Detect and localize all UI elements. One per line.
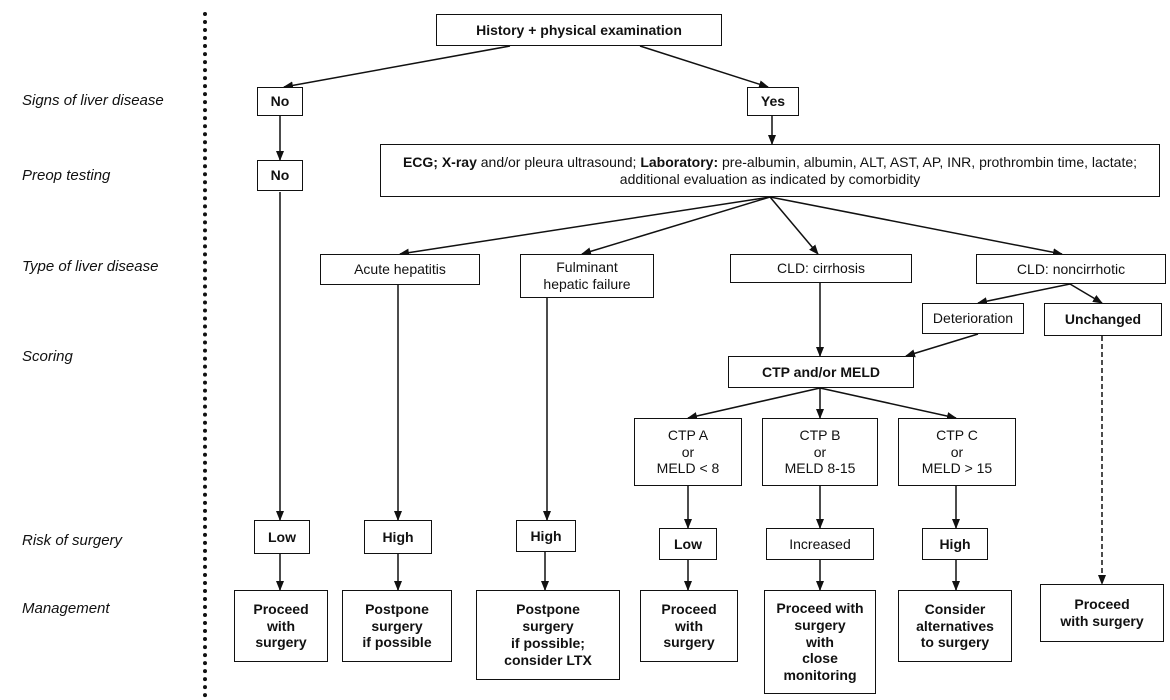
preop-testing-text: ECG; X-ray and/or pleura ultrasound; Lab…: [389, 154, 1151, 188]
node-risk-high-ctp-c: High: [922, 528, 988, 560]
node-cld-noncirrhotic: CLD: noncirrhotic: [976, 254, 1166, 284]
arrow-testing-noncirrhotic: [769, 196, 1063, 257]
node-preop-testing: ECG; X-ray and/or pleura ultrasound; Lab…: [380, 144, 1160, 197]
arrow-history-no: [283, 45, 511, 90]
node-history-exam: History + physical examination: [436, 14, 722, 46]
preop-imaging: and/or pleura ultrasound;: [476, 153, 641, 170]
node-signs-no: No: [257, 87, 303, 116]
node-ctp-c: CTP C or MELD > 15: [898, 418, 1016, 486]
arrow-ctp-a: [687, 387, 821, 420]
label-risk-of-surgery: Risk of surgery: [22, 532, 123, 549]
node-cld-cirrhosis: CLD: cirrhosis: [730, 254, 912, 283]
node-mgmt-proceed-unchanged: Proceed with surgery: [1040, 584, 1164, 642]
node-unchanged: Unchanged: [1044, 303, 1162, 336]
node-mgmt-proceed-no-disease: Proceed with surgery: [234, 590, 328, 662]
node-mgmt-postpone-fulminant: Postpone surgery if possible; consider L…: [476, 590, 620, 680]
node-risk-increased-ctp-b: Increased: [766, 528, 874, 560]
node-mgmt-postpone-acute: Postpone surgery if possible: [342, 590, 452, 662]
arrow-testing-cirrhosis: [769, 196, 819, 255]
node-risk-high-fulminant: High: [516, 520, 576, 552]
node-risk-low-ctp-a: Low: [659, 528, 717, 560]
arrow-testing-acute: [399, 196, 771, 257]
node-acute-hepatitis: Acute hepatitis: [320, 254, 480, 285]
node-signs-yes: Yes: [747, 87, 799, 116]
arrow-ctp-c: [819, 387, 957, 420]
preop-lab-details: pre-albumin, albumin, ALT, AST, AP, INR,…: [619, 153, 1138, 187]
node-risk-high-acute: High: [364, 520, 432, 554]
arrow-deterioration-ctp: [905, 333, 979, 358]
node-mgmt-proceed-monitoring: Proceed with surgery with close monitori…: [764, 590, 876, 694]
node-mgmt-proceed-ctp-a: Proceed with surgery: [640, 590, 738, 662]
arrow-noncirr-unchanged: [1069, 283, 1103, 304]
node-risk-low-no-disease: Low: [254, 520, 310, 554]
preop-laboratory: Laboratory:: [640, 153, 719, 170]
label-scoring: Scoring: [22, 348, 73, 365]
arrow-testing-fulminant: [581, 196, 771, 256]
preop-ecg-xray: ECG; X-ray: [402, 153, 477, 170]
node-ctp-b: CTP B or MELD 8-15: [762, 418, 878, 486]
node-ctp-a: CTP A or MELD < 8: [634, 418, 742, 486]
label-signs-of-liver-disease: Signs of liver disease: [22, 92, 164, 109]
node-ctp-meld: CTP and/or MELD: [728, 356, 914, 388]
label-type-of-liver-disease: Type of liver disease: [22, 258, 159, 275]
label-preop-testing: Preop testing: [22, 167, 111, 184]
node-preop-no: No: [257, 160, 303, 191]
label-management: Management: [22, 600, 110, 617]
node-fulminant-hepatic-failure: Fulminant hepatic failure: [520, 254, 654, 298]
node-deterioration: Deterioration: [922, 303, 1024, 334]
arrow-history-yes: [639, 45, 769, 89]
section-divider: [203, 12, 207, 698]
node-mgmt-consider-alternatives: Consider alternatives to surgery: [898, 590, 1012, 662]
arrow-noncirr-deterioration: [977, 283, 1071, 306]
